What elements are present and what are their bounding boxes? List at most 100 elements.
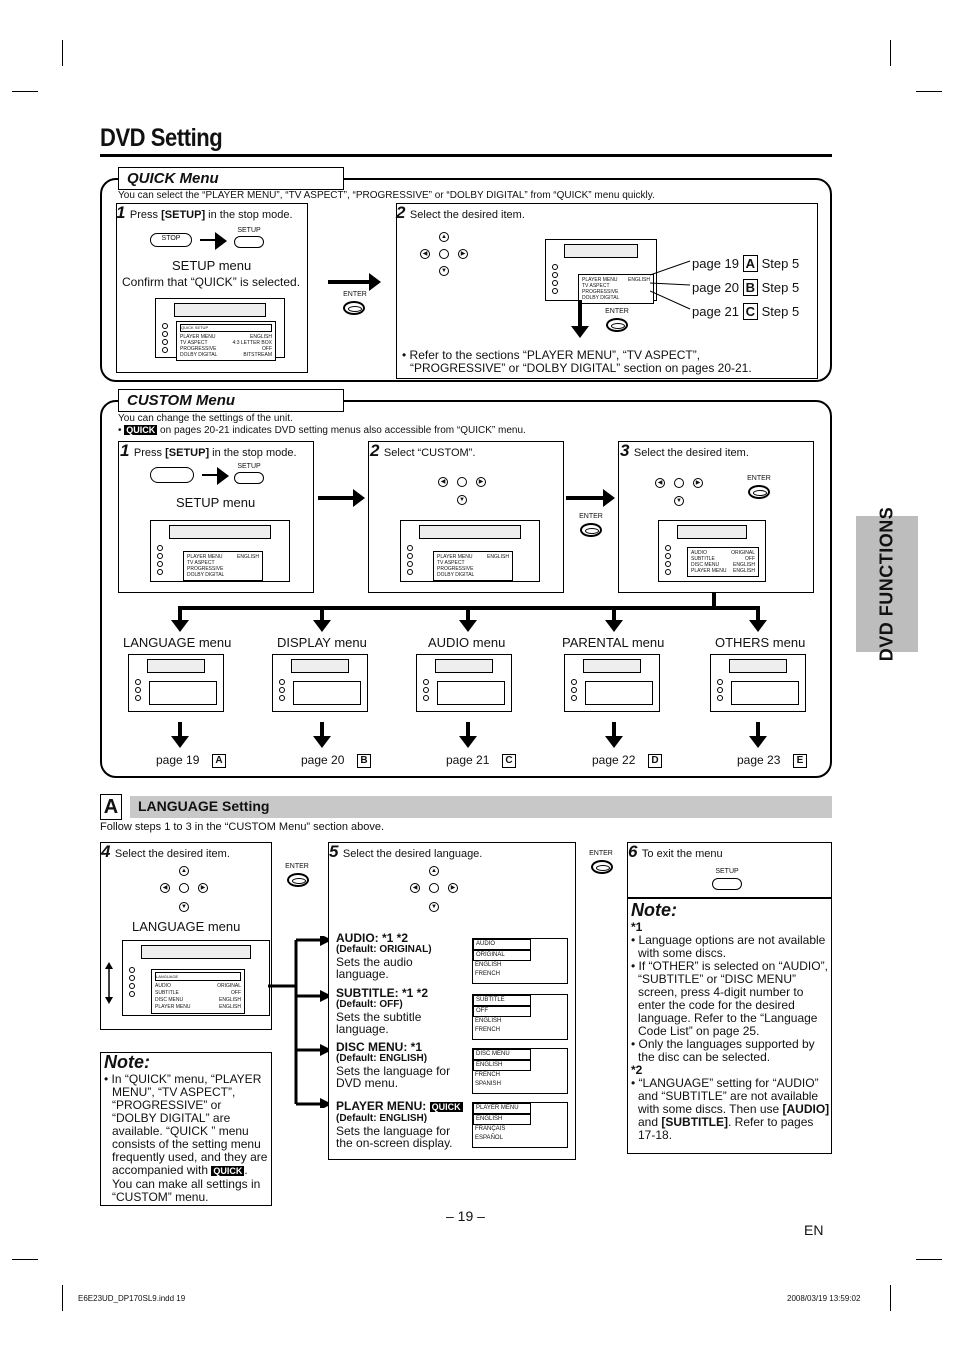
dpad[interactable]: ◀ ▶ ▼ xyxy=(438,467,486,507)
tv-language-menu: LANGUAGE AUDIO ORIGINAL SUBTITLE OFF DIS… xyxy=(122,940,270,1016)
subtitle-lang-list[interactable]: SUBTITLE OFF ENGLISH FRENCH xyxy=(472,994,568,1040)
parental-menu-label: PARENTAL menu xyxy=(562,635,665,650)
down-key[interactable]: ▼ xyxy=(429,902,439,912)
audio-lang-list[interactable]: AUDIO ORIGINAL ENGLISH FRENCH xyxy=(472,938,568,984)
section-title: LANGUAGE Setting xyxy=(130,796,832,818)
lang-option[interactable]: FRENCH xyxy=(475,971,500,977)
enter-button[interactable] xyxy=(606,318,628,332)
flow-arrow xyxy=(328,273,381,291)
setup-button[interactable] xyxy=(234,472,264,484)
tv-menu-row: PLAYER MENU ENGLISH xyxy=(437,554,509,560)
stop-button[interactable] xyxy=(150,467,194,483)
right-key[interactable]: ▶ xyxy=(476,477,486,487)
page-letter-e: E xyxy=(793,754,807,768)
dpad[interactable]: ◀ ▶ ▼ xyxy=(655,474,703,514)
lang-option[interactable]: OFF xyxy=(473,1006,531,1017)
left-key[interactable]: ◀ xyxy=(410,883,420,893)
tree-stem xyxy=(712,592,716,608)
down-arrow xyxy=(459,722,477,748)
dpad[interactable]: ▲ ◀ ▶ ▼ xyxy=(420,232,468,276)
enter-key[interactable] xyxy=(674,478,684,488)
setup-label: SETUP xyxy=(715,868,739,875)
side-tab-label: DVD FUNCTIONS xyxy=(876,506,897,662)
left-key[interactable]: ◀ xyxy=(160,883,170,893)
tv-menu-row: TV ASPECT 4:3 LETTER BOX xyxy=(180,340,272,346)
tv-menu-row: PLAYER MENU ENGLISH xyxy=(180,334,272,340)
title-rule xyxy=(100,154,832,157)
lang-option[interactable]: FRANÇAIS xyxy=(475,1126,506,1132)
page-ref: page 20 B Step 5 xyxy=(692,279,800,296)
right-key[interactable]: ▶ xyxy=(693,478,703,488)
stop-button[interactable] xyxy=(150,233,192,247)
down-arrow xyxy=(313,606,331,632)
tv-menu: PLAYER MENU ENGLISH TV ASPECT PROGRESSIV… xyxy=(433,551,513,581)
quick-menu-tab: QUICK Menu xyxy=(118,167,344,190)
lang-option[interactable]: ENGLISH xyxy=(473,1114,531,1125)
enter-key[interactable] xyxy=(457,477,467,487)
down-arrow xyxy=(605,606,623,632)
setup-button[interactable] xyxy=(234,236,264,248)
lang-code: EN xyxy=(804,1222,824,1238)
page-ref-b: page 20 xyxy=(301,753,345,767)
up-key[interactable]: ▲ xyxy=(179,866,189,876)
tv-display xyxy=(272,654,368,712)
disc-menu-lang-list[interactable]: DISC MENU ENGLISH FRENCH SPANISH xyxy=(472,1048,568,1094)
dpad[interactable]: ▲ ◀ ▶ ▼ xyxy=(410,866,458,912)
player-menu-lang-list[interactable]: PLAYER MENU ENGLISH FRANÇAIS ESPAÑOL xyxy=(472,1102,568,1148)
crop-mark xyxy=(62,40,63,66)
lang-option[interactable]: ENGLISH xyxy=(473,1060,531,1071)
tv-menu-header: QUICK SETUP xyxy=(180,324,272,332)
refer-line2: “PROGRESSIVE” or “DOLBY DIGITAL” section… xyxy=(410,361,752,375)
tv-others xyxy=(710,654,806,712)
setup-label: SETUP xyxy=(237,227,261,234)
tv-screen: PLAYER MENU ENGLISH TV ASPECT PROGRESSIV… xyxy=(150,520,290,582)
quick-page-refs: page 19 A Step 5 page 20 B Step 5 page 2… xyxy=(692,252,799,324)
up-key[interactable]: ▲ xyxy=(429,866,439,876)
note-left-box xyxy=(100,1052,272,1206)
enter-button[interactable] xyxy=(343,301,365,315)
step6: 6 To exit the menu xyxy=(628,842,723,862)
enter-button[interactable] xyxy=(580,523,602,537)
enter-button[interactable] xyxy=(287,873,309,887)
tv-menu-row: SUBTITLE OFF xyxy=(691,556,755,562)
arrow xyxy=(202,467,229,485)
right-key[interactable]: ▶ xyxy=(448,883,458,893)
up-key[interactable]: ▲ xyxy=(439,232,449,242)
lang-option[interactable]: ESPAÑOL xyxy=(475,1135,503,1141)
lang-option[interactable]: ENGLISH xyxy=(475,1018,502,1024)
dpad[interactable]: ▲ ◀ ▶ ▼ xyxy=(160,866,208,912)
quick-intro: You can select the “PLAYER MENU”, “TV AS… xyxy=(118,190,655,201)
page-letter-c: C xyxy=(502,754,516,768)
setup-button[interactable] xyxy=(712,878,742,890)
enter-key[interactable] xyxy=(429,883,439,893)
enter-button[interactable] xyxy=(748,485,770,499)
down-key[interactable]: ▼ xyxy=(457,495,467,505)
custom-intro1: You can change the settings of the unit. xyxy=(118,413,293,424)
right-key[interactable]: ▶ xyxy=(198,883,208,893)
enter-label: ENTER xyxy=(285,863,309,870)
custom-menu-tab: CUSTOM Menu xyxy=(118,389,344,412)
down-key[interactable]: ▼ xyxy=(674,496,684,506)
enter-button[interactable] xyxy=(591,860,613,874)
tv-menu-row: PROGRESSIVE xyxy=(187,566,224,572)
left-key[interactable]: ◀ xyxy=(420,249,430,259)
lang-option[interactable]: SPANISH xyxy=(475,1081,501,1087)
lang-option[interactable]: ENGLISH xyxy=(475,962,502,968)
lang-option[interactable]: FRENCH xyxy=(475,1027,500,1033)
enter-key[interactable] xyxy=(179,883,189,893)
down-arrow xyxy=(313,722,331,748)
enter-label: ENTER xyxy=(579,513,603,520)
step-number: 1 xyxy=(116,203,126,222)
lang-option[interactable]: FRENCH xyxy=(475,1072,500,1078)
section-letter: A xyxy=(100,794,122,820)
left-key[interactable]: ◀ xyxy=(438,477,448,487)
footer-filename: E6E23UD_DP170SL9.indd 19 xyxy=(78,1294,186,1303)
tv-icon-bar xyxy=(564,244,638,258)
tv-icon-bar xyxy=(419,525,521,539)
right-key[interactable]: ▶ xyxy=(458,249,468,259)
left-key[interactable]: ◀ xyxy=(655,478,665,488)
down-key[interactable]: ▼ xyxy=(439,266,449,276)
down-key[interactable]: ▼ xyxy=(179,902,189,912)
lang-option[interactable]: ORIGINAL xyxy=(473,950,531,961)
enter-key[interactable] xyxy=(439,249,449,259)
